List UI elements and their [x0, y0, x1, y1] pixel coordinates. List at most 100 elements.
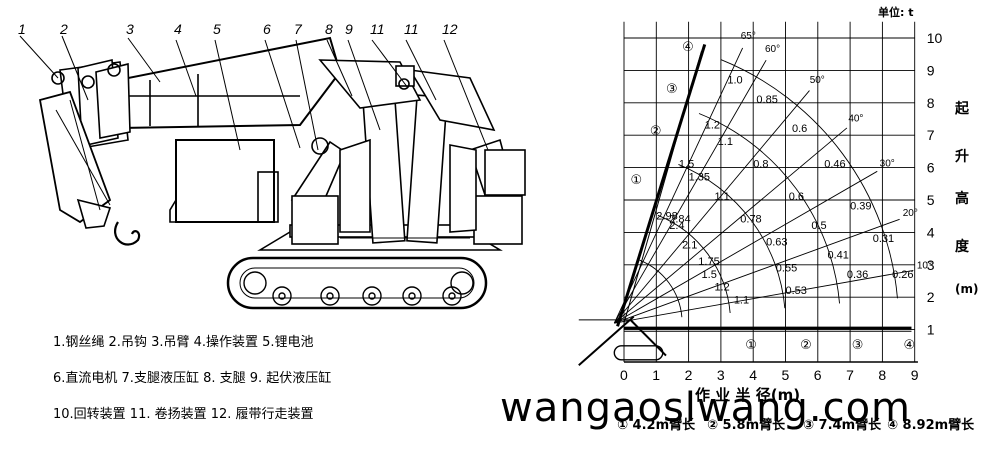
capacity-value: 0.63	[766, 236, 787, 248]
outrigger	[578, 315, 635, 366]
capacity-value: 0.85	[756, 94, 777, 106]
capacity-value: 0.6	[789, 191, 804, 203]
angle-label: 50°	[810, 75, 825, 86]
y-tick-label: 2	[927, 289, 935, 305]
horizontal-section-marker: ①	[745, 338, 757, 353]
angle-labels: 65°60°50°40°30°20°10°	[741, 31, 932, 272]
track	[613, 345, 664, 361]
main-boom	[117, 36, 342, 130]
y-title-char-1: 起	[955, 101, 969, 117]
y-title-char-5: (m)	[955, 282, 979, 296]
capacity-value: 0.55	[776, 262, 797, 274]
y-title-char-4: 度	[955, 239, 969, 255]
y-tick-label: 9	[927, 62, 935, 78]
angle-label: 40°	[848, 114, 863, 125]
callout-8: 8	[325, 21, 333, 37]
load-arc	[657, 214, 731, 314]
x-tick-label: 7	[846, 367, 854, 383]
callout-4: 4	[174, 21, 182, 37]
capacity-values: 1.00.850.60.460.390.310.261.21.10.80.60.…	[656, 74, 913, 306]
y-tick-label: 7	[927, 127, 935, 143]
capacity-value: 0.26	[892, 269, 913, 281]
legend-line-2: 6.直流电机 7.支腿液压缸 8. 支腿 9. 起伏液压缸	[53, 371, 332, 386]
capacity-value: 1.2	[705, 120, 720, 132]
capacity-value: 1.1	[718, 136, 733, 148]
callout-10: 11	[370, 21, 385, 37]
capacity-value: 1.5	[702, 269, 717, 281]
angle-label: 20°	[903, 208, 918, 219]
callout-11: 11	[404, 21, 419, 37]
load-arc	[720, 59, 898, 299]
capacity-value: 1.0	[727, 74, 742, 86]
boom-section-marker: ①	[630, 173, 642, 188]
angle-ray	[614, 170, 878, 324]
caption-boom-2: ② 5.8m臂长	[707, 418, 786, 433]
callout-2: 2	[59, 21, 68, 37]
y-tick-label: 4	[927, 224, 935, 240]
capacity-value: 0.6	[792, 123, 807, 135]
capacity-value: 0.46	[824, 159, 845, 171]
capacity-value: 1.5	[679, 159, 694, 171]
callout-12: 12	[442, 21, 458, 37]
caption-boom-3: ③ 7.4m臂长	[803, 418, 882, 433]
capacity-value: 2.84	[669, 214, 690, 226]
chart-grid	[623, 21, 918, 363]
capacity-value: 1.1	[714, 191, 729, 203]
outrigger	[629, 319, 667, 357]
capacity-value: 1.1	[734, 295, 749, 307]
angle-ray	[614, 269, 914, 324]
capacity-value: 0.41	[827, 249, 848, 261]
unit-note: 单位: t	[878, 6, 914, 19]
angle-ray	[613, 90, 810, 324]
load-arc	[678, 163, 786, 309]
x-tick-label: 1	[652, 367, 660, 383]
x-tick-label: 3	[717, 367, 725, 383]
x-tick-label: 6	[814, 367, 822, 383]
crawler-track	[226, 256, 488, 310]
y-tick-label: 10	[927, 30, 943, 46]
y-tick-label: 1	[927, 322, 935, 338]
y-title-char-2: 升	[955, 149, 969, 165]
load-arc	[698, 113, 840, 304]
capacity-value: 0.8	[753, 159, 768, 171]
lithium-battery	[175, 139, 275, 223]
chart-crane-outline	[578, 44, 912, 366]
y-tick-label: 5	[927, 192, 935, 208]
callout-5: 5	[213, 21, 221, 37]
callout-9: 9	[345, 21, 353, 37]
spider-crane-side-view	[38, 36, 526, 310]
x-tick-label: 8	[878, 367, 886, 383]
capacity-value: 0.5	[811, 220, 826, 232]
boom-section-marker: ③	[666, 82, 678, 97]
capacity-value: 1.75	[698, 256, 719, 268]
horizontal-section-marker: ④	[903, 338, 915, 353]
x-axis-title: 作 业 半 径(m)	[695, 386, 800, 404]
angle-ray	[613, 47, 744, 324]
y-tick-label: 3	[927, 257, 935, 273]
boom-section-marker: ②	[650, 124, 662, 139]
x-tick-label: 2	[685, 367, 693, 383]
capacity-value: 0.78	[740, 214, 761, 226]
caption-boom-1: ① 4.2m臂长	[617, 418, 696, 433]
load-arcs	[613, 47, 914, 324]
capacity-value: 2.4	[669, 220, 684, 232]
y-tick-label: 6	[927, 160, 935, 176]
load-arc	[639, 259, 683, 318]
angle-ray	[614, 218, 900, 324]
y-tick-label: 8	[927, 95, 935, 111]
y-title-char-3: 高	[955, 191, 969, 207]
angle-label: 60°	[765, 44, 780, 55]
capacity-value: 0.31	[873, 233, 894, 245]
capacity-value: 0.36	[847, 269, 868, 281]
angle-ray	[614, 127, 848, 324]
legend-line-3: 10.回转装置 11. 卷扬装置 12. 履带行走装置	[53, 407, 314, 422]
capacity-value: 1.35	[689, 172, 710, 184]
x-tick-label: 4	[749, 367, 757, 383]
boom-section-marker: ④	[682, 40, 694, 55]
watermark-text: wangaoslwang.com	[500, 385, 912, 431]
